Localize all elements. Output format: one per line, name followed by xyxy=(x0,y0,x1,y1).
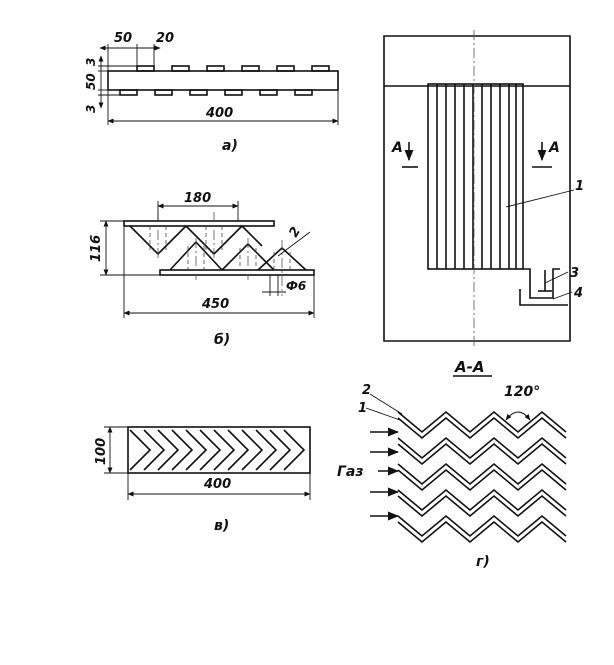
apparatus-callout-4: 4 xyxy=(573,286,583,301)
apparatus-section-title: А-А xyxy=(454,358,484,376)
apparatus-callout-3: 3 xyxy=(570,266,579,281)
figure-g-zigzag-plates xyxy=(398,412,566,542)
figure-a-plate xyxy=(108,71,338,90)
figure-g-callout-2: 2 xyxy=(362,383,371,398)
figure-v-chevrons xyxy=(130,430,304,470)
figure-b-callout-2: 2 xyxy=(286,225,304,240)
figure-a-dim-bottom-thickness: 3 xyxy=(84,105,98,113)
figure-a-plate-with-tabs: 50 20 3 50 3 400 а) xyxy=(84,31,338,154)
figure-g-callout-1: 1 xyxy=(358,401,367,416)
figure-v-chevron-plate: 100 400 в) xyxy=(94,427,310,534)
figure-b-dim-length: 450 xyxy=(201,297,229,312)
apparatus-section-mark-right: А xyxy=(548,140,560,156)
figure-g-gas-arrows xyxy=(370,432,398,516)
figure-a-caption: а) xyxy=(222,138,238,154)
figure-v-dim-height: 100 xyxy=(94,438,109,465)
figure-b-dim-diameter: Ф6 xyxy=(286,279,306,293)
figure-a-dim-gap: 20 xyxy=(156,31,174,46)
figure-a-dim-length: 400 xyxy=(205,106,233,121)
figure-b-caption: б) xyxy=(214,332,230,348)
figure-a-dim-top-thickness: 3 xyxy=(84,58,98,66)
figure-b-dim-top-width: 180 xyxy=(184,191,211,206)
figure-g-angle: 120° xyxy=(504,384,540,400)
figure-b-tent-packing: 180 116 450 Ф6 2 б) xyxy=(89,191,314,348)
figure-g-gas-label: Газ xyxy=(337,464,364,480)
figure-v-caption: в) xyxy=(214,518,229,534)
apparatus-drawing: А А 1 3 4 А-А xyxy=(384,30,584,376)
figure-a-dim-height: 50 xyxy=(84,73,98,90)
figure-g-plate-section: Газ 2 1 120° г) xyxy=(337,383,566,570)
figure-v-dim-length: 400 xyxy=(203,477,231,492)
figure-b-dim-height: 116 xyxy=(89,235,104,262)
apparatus-callout-1: 1 xyxy=(575,179,584,194)
apparatus-section-mark-left: А xyxy=(391,140,403,156)
apparatus-plates xyxy=(437,84,516,269)
figure-g-caption: г) xyxy=(476,554,490,570)
figure-a-dim-pitch: 50 xyxy=(114,31,132,46)
